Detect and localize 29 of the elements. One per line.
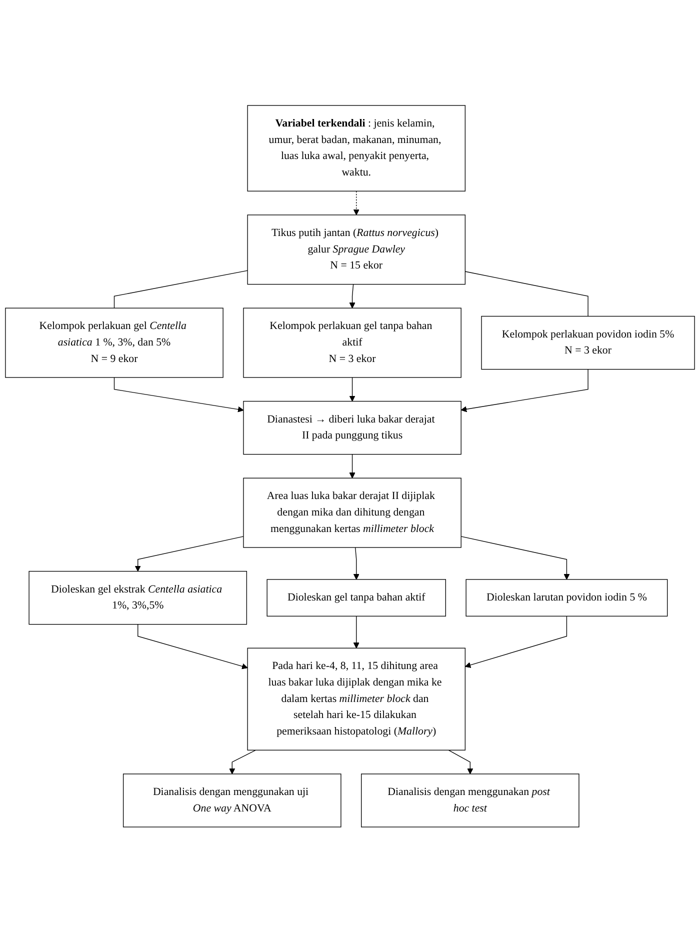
node-box: Pada hari ke-4, 8, 11, 15 dihitung area luas bakar luka dijiplak dengan mika ke dalam kertas millimeter block dan setelah hari ke-15 dilakukan pemeriksaan histopatologi (Mallory): [247, 648, 466, 751]
arrow: [138, 624, 248, 670]
arrow: [349, 377, 356, 402]
arrow: [353, 616, 360, 649]
arrow: [349, 284, 356, 309]
node-box: Dianalisis dengan menggunakan post hoc test: [361, 774, 580, 828]
node-box: Kelompok perlakuan gel tanpa bahan aktif N = 3 ekor: [243, 308, 462, 378]
node-box: Dianalisis dengan menggunakan uji One way ANOVA: [122, 774, 342, 828]
node-box: Dianastesi → diberi luka bakar derajat II pada punggung tikus: [243, 401, 462, 455]
node-box: Tikus putih jantan (Rattus norvegicus) galur Sprague Dawley N = 15 ekor: [247, 214, 466, 285]
arrow: [353, 191, 360, 216]
arrow: [460, 369, 588, 412]
node-box: Kelompok perlakuan gel Centella asiatica 1 %, 3%, dan 5% N = 9 ekor: [5, 308, 224, 378]
arrow: [229, 750, 256, 774]
arrow: [353, 547, 360, 580]
node-box: Dioleskan larutan povidon iodin 5 %: [466, 579, 668, 617]
arrow: [464, 616, 568, 668]
arrow: [134, 536, 244, 572]
node-box: Dioleskan gel ekstrak Centella asiatica 1%, 3%,5%: [28, 571, 247, 625]
node-box: Variabel terkendali : jenis kelamin, umur, berat badan, makanan, minuman, luas luka awal, penyakit penyerta, waktu.: [247, 105, 466, 192]
arrow: [349, 454, 356, 479]
connector: [464, 271, 588, 317]
connector: [114, 270, 248, 309]
arrow: [448, 750, 474, 774]
node-box: Kelompok perlakuan povidon iodin 5% N = 3 ekor: [481, 316, 695, 370]
node-box: Area luas luka bakar derajat II dijiplak dengan mika dan dihitung dengan menggunakan kertas millimeter block: [243, 478, 462, 548]
node-box: Dioleskan gel tanpa bahan aktif: [266, 579, 446, 617]
arrow: [460, 536, 570, 580]
arrow: [114, 377, 244, 413]
